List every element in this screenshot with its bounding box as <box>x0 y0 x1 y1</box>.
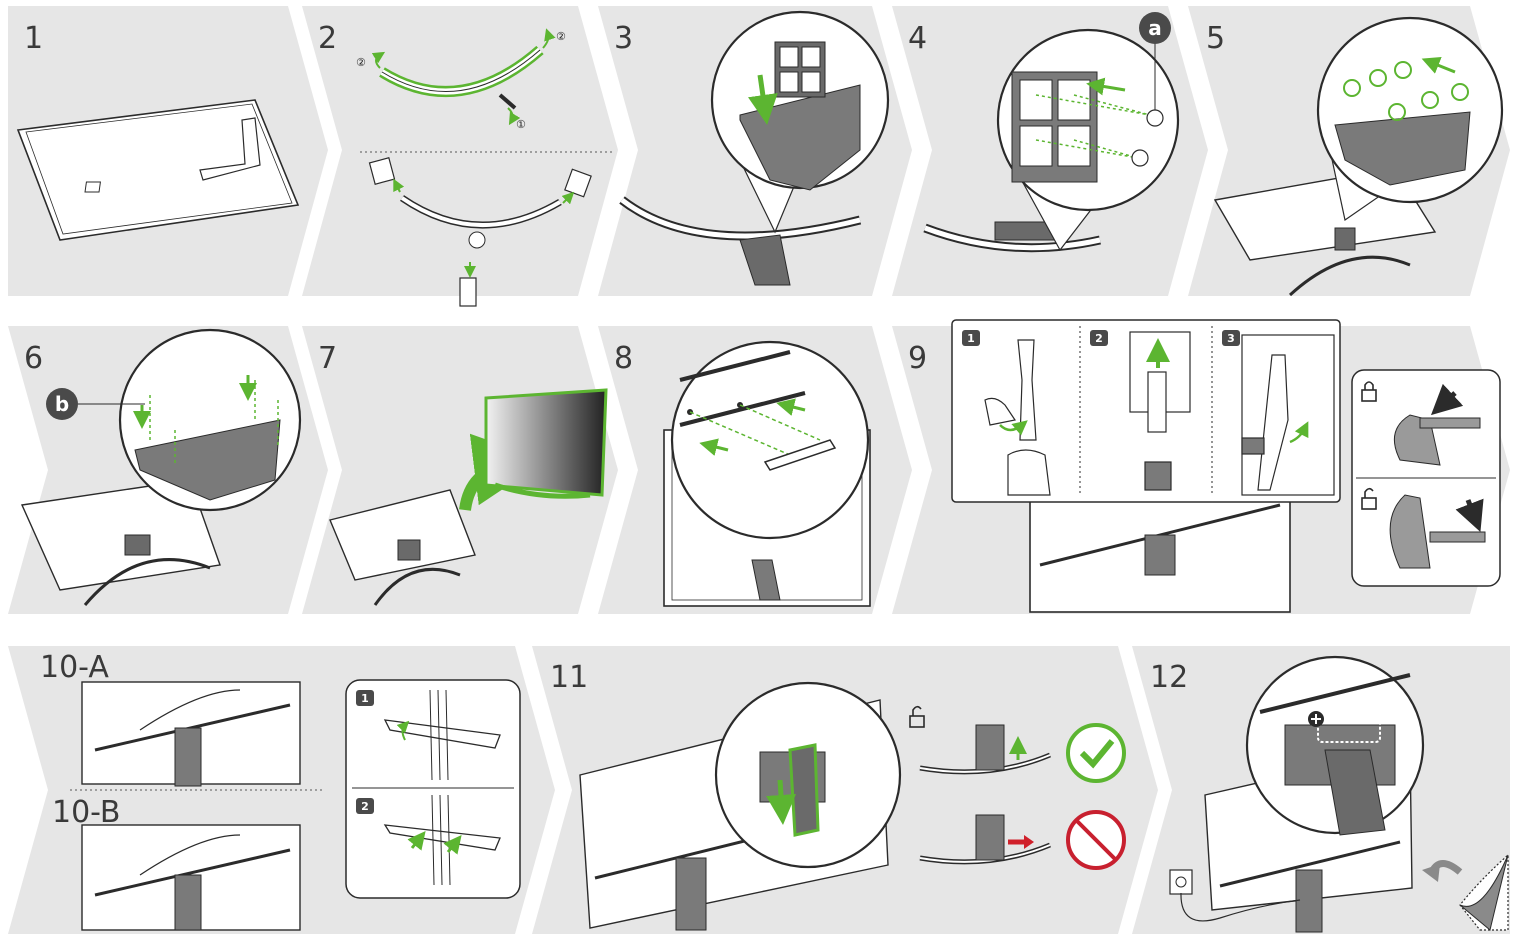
tv-rear-view-illustration <box>1029 489 1291 613</box>
callout-label-b: b <box>55 392 69 416</box>
step-9-detail-box: 1 2 3 <box>951 319 1341 503</box>
tv-face-down-illustration <box>16 99 300 241</box>
clip-lock-detail-box <box>1351 369 1501 587</box>
step-number-4: 4 <box>908 21 927 56</box>
step-8-panel: 8 <box>598 326 912 614</box>
sub-step-2-label: 2 <box>1095 332 1103 345</box>
step-10-panel: 10-A 10-B 1 2 <box>8 646 555 934</box>
screw-b-illustration <box>20 328 302 606</box>
stand-base-unpack-illustration: ② ② ① <box>356 28 612 307</box>
sub-step-3-label: 3 <box>1227 332 1235 345</box>
step-number-10b: 10-B <box>52 795 121 830</box>
cover-ok-vs-wrong <box>909 705 1126 870</box>
step-7-panel: 7 <box>302 326 618 614</box>
callout-badge-a: a <box>1139 12 1171 44</box>
step-number-7: 7 <box>318 341 337 376</box>
sub-step-1-label: 1 <box>967 332 975 345</box>
tv-cable-route-b-illustration <box>81 824 301 931</box>
lift-tv-illustration <box>329 388 608 606</box>
cable-clip-attach-illustration <box>663 340 871 607</box>
callout-label-a: a <box>1148 16 1162 40</box>
step-number-10a: 10-A <box>40 650 109 685</box>
check-icon <box>1066 723 1126 783</box>
step-number-9: 9 <box>908 341 927 376</box>
cable-cover-attach-illustration <box>579 681 902 931</box>
step-12-panel: 12 <box>1132 646 1510 934</box>
sub-step-10-1-label: 1 <box>361 692 369 705</box>
step-number-5: 5 <box>1206 21 1225 56</box>
step-3-panel: 3 <box>598 6 912 296</box>
sub-step-10-2-label: 2 <box>361 800 369 813</box>
step-number-6: 6 <box>24 341 43 376</box>
step-9-panel: 9 1 2 3 <box>892 319 1510 614</box>
neck-attach-illustration <box>619 10 890 286</box>
marker-circled-2-right: ② <box>556 30 566 43</box>
callout-badge-b: b <box>46 388 78 420</box>
zoom-plus-icon <box>1308 711 1324 727</box>
step-number-8: 8 <box>614 341 633 376</box>
page-turn-icon <box>1422 853 1509 931</box>
lock-icon <box>1361 381 1377 402</box>
step-4-panel: 4 a <box>892 6 1208 296</box>
step-2-panel: 2 ② ② ① <box>302 6 618 307</box>
marker-circled-2-left: ② <box>356 56 366 69</box>
unlock-icon <box>909 705 925 728</box>
prohibited-icon <box>1066 810 1126 870</box>
step-1-panel: 1 <box>8 6 328 296</box>
step-5-panel: 5 <box>1188 6 1510 297</box>
stand-to-tv-illustration <box>1213 16 1504 297</box>
step-number-2: 2 <box>318 21 337 56</box>
step-6-panel: 6 b <box>8 326 328 614</box>
screw-a-illustration <box>923 28 1180 253</box>
tv-cable-route-a-illustration <box>81 681 301 787</box>
clip-cable-detail-box: 1 2 <box>345 679 521 899</box>
step-number-3: 3 <box>614 21 633 56</box>
step-number-12: 12 <box>1150 660 1188 695</box>
step-11-panel: 11 <box>532 646 1158 934</box>
step-number-11: 11 <box>550 660 588 695</box>
step-number-1: 1 <box>24 21 43 56</box>
marker-circled-1: ① <box>516 118 526 131</box>
unlock-icon <box>1361 487 1377 510</box>
final-cable-management-illustration <box>1169 655 1509 933</box>
